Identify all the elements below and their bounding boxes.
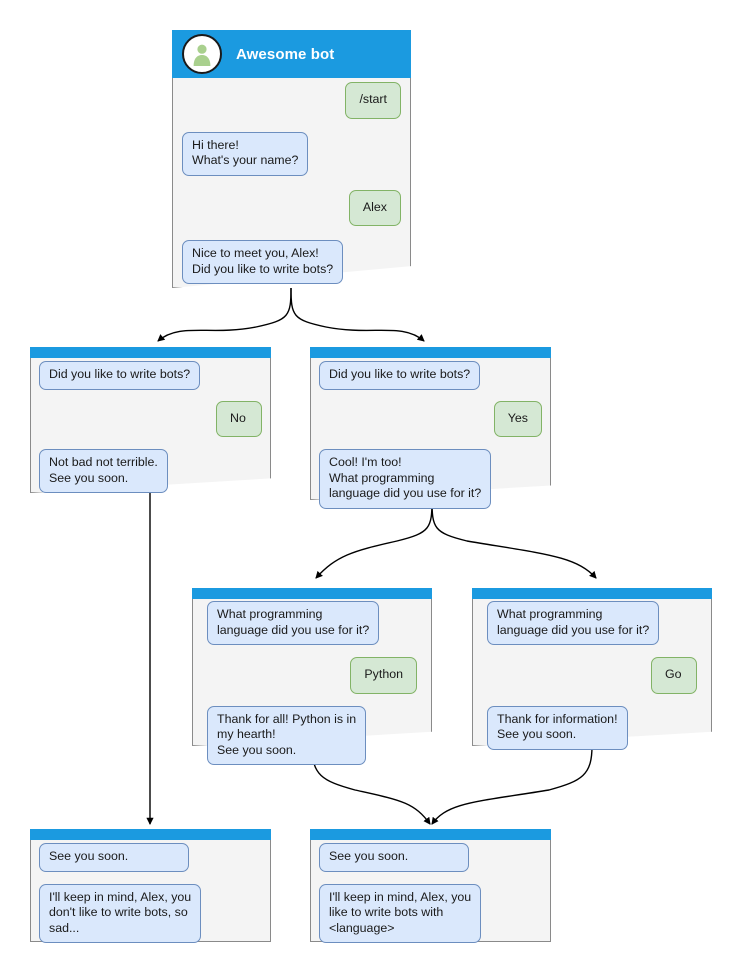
node-lang-go-messages: What programming language did you use fo… bbox=[472, 601, 712, 750]
user-message-bubble[interactable]: /start bbox=[345, 82, 401, 119]
message-row: I'll keep in mind, Alex, you don't like … bbox=[39, 883, 262, 943]
node-lang-python-header bbox=[192, 588, 432, 599]
node-end-yes[interactable]: See you soon. I'll keep in mind, Alex, y… bbox=[310, 829, 551, 943]
node-end-no-header bbox=[30, 829, 271, 840]
edge-yes-to-python bbox=[315, 499, 433, 579]
user-message-bubble[interactable]: Go bbox=[651, 657, 697, 694]
bot-message-bubble[interactable]: Nice to meet you, Alex! Did you like to … bbox=[182, 240, 344, 284]
message-row: Cool! I'm too! What programming language… bbox=[319, 449, 542, 509]
bot-message-bubble[interactable]: Did you like to write bots? bbox=[39, 361, 201, 390]
node-lang-python-messages: What programming language did you use fo… bbox=[192, 601, 432, 765]
message-row: Nice to meet you, Alex! Did you like to … bbox=[182, 240, 401, 284]
message-row: I'll keep in mind, Alex, you like to wri… bbox=[319, 883, 542, 943]
bot-message-bubble[interactable]: Thank for information! See you soon. bbox=[487, 705, 628, 750]
node-answer-yes[interactable]: Did you like to write bots? Yes Cool! I'… bbox=[310, 347, 551, 509]
message-row: No bbox=[39, 400, 262, 437]
person-avatar-icon bbox=[182, 34, 222, 74]
message-row: /start bbox=[182, 82, 401, 119]
node-answer-yes-header bbox=[310, 347, 551, 358]
user-message-bubble[interactable]: Python bbox=[350, 657, 417, 694]
bot-message-bubble[interactable]: What programming language did you use fo… bbox=[487, 601, 660, 645]
edge-start-to-yes bbox=[290, 287, 425, 342]
bot-message-bubble[interactable]: Thank for all! Python is in my hearth! S… bbox=[207, 705, 367, 765]
node-end-yes-messages: See you soon. I'll keep in mind, Alex, y… bbox=[310, 843, 551, 943]
message-row: Did you like to write bots? bbox=[319, 361, 542, 390]
edge-yes-to-go bbox=[431, 499, 597, 579]
message-row: Go bbox=[487, 657, 697, 694]
bot-message-bubble[interactable]: What programming language did you use fo… bbox=[207, 601, 380, 645]
bot-message-bubble[interactable]: Cool! I'm too! What programming language… bbox=[319, 449, 492, 509]
message-row: Not bad not terrible. See you soon. bbox=[39, 449, 262, 493]
message-row: Thank for all! Python is in my hearth! S… bbox=[207, 705, 417, 765]
node-end-no[interactable]: See you soon. I'll keep in mind, Alex, y… bbox=[30, 829, 271, 943]
user-message-bubble[interactable]: No bbox=[216, 400, 262, 437]
node-lang-go[interactable]: What programming language did you use fo… bbox=[472, 588, 712, 750]
bot-message-bubble[interactable]: Did you like to write bots? bbox=[319, 361, 481, 390]
message-row: What programming language did you use fo… bbox=[487, 601, 697, 645]
message-row: See you soon. bbox=[319, 843, 542, 872]
node-lang-python[interactable]: What programming language did you use fo… bbox=[192, 588, 432, 765]
bot-message-bubble[interactable]: I'll keep in mind, Alex, you don't like … bbox=[39, 883, 202, 943]
node-start-header: Awesome bot bbox=[172, 30, 411, 78]
message-row: Thank for information! See you soon. bbox=[487, 705, 697, 750]
node-end-yes-header bbox=[310, 829, 551, 840]
user-message-bubble[interactable]: Alex bbox=[348, 189, 401, 226]
message-row: Python bbox=[207, 657, 417, 694]
message-row: What programming language did you use fo… bbox=[207, 601, 417, 645]
user-message-bubble[interactable]: Yes bbox=[493, 400, 542, 437]
node-start-title: Awesome bot bbox=[236, 45, 335, 63]
node-lang-go-header bbox=[472, 588, 712, 599]
edge-start-to-no bbox=[157, 287, 292, 342]
bot-message-bubble[interactable]: Hi there! What's your name? bbox=[182, 131, 309, 176]
node-answer-yes-messages: Did you like to write bots? Yes Cool! I'… bbox=[310, 361, 551, 509]
node-start[interactable]: Awesome bot /start Hi there! What's your… bbox=[172, 30, 411, 288]
bot-message-bubble[interactable]: See you soon. bbox=[39, 843, 189, 872]
node-answer-no[interactable]: Did you like to write bots? No Not bad n… bbox=[30, 347, 271, 493]
node-end-no-messages: See you soon. I'll keep in mind, Alex, y… bbox=[30, 843, 271, 943]
message-row: See you soon. bbox=[39, 843, 262, 872]
message-row: Hi there! What's your name? bbox=[182, 131, 401, 176]
node-start-messages: /start Hi there! What's your name? Alex … bbox=[172, 82, 411, 284]
bot-message-bubble[interactable]: I'll keep in mind, Alex, you like to wri… bbox=[319, 883, 482, 943]
message-row: Did you like to write bots? bbox=[39, 361, 262, 390]
bot-message-bubble[interactable]: See you soon. bbox=[319, 843, 469, 872]
message-row: Alex bbox=[182, 189, 401, 226]
node-answer-no-header bbox=[30, 347, 271, 358]
bot-message-bubble[interactable]: Not bad not terrible. See you soon. bbox=[39, 449, 168, 493]
edge-go-to-end-yes bbox=[431, 745, 593, 825]
node-answer-no-messages: Did you like to write bots? No Not bad n… bbox=[30, 361, 271, 493]
message-row: Yes bbox=[319, 400, 542, 437]
